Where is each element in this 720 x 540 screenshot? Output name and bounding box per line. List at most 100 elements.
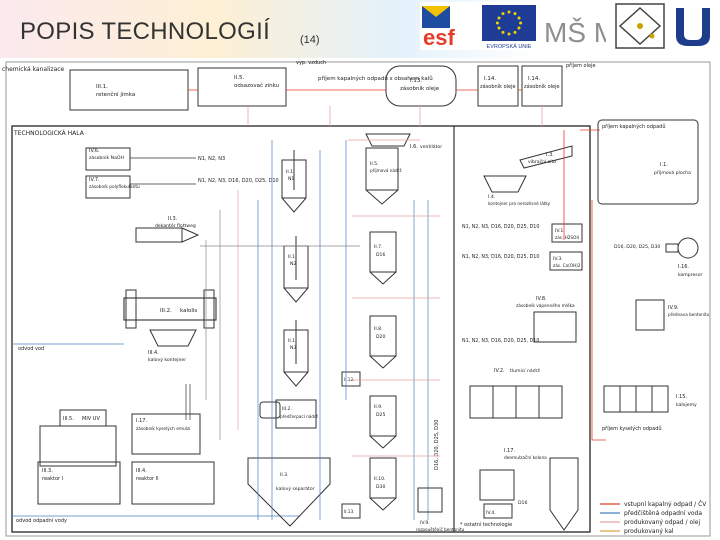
- compressor: I.16. kompresor: [665, 237, 703, 278]
- technology-flow-diagram: TECHNOLOGICKÁ HALA chemická kanalizace v…: [2, 60, 711, 537]
- svg-text:II.1.: II.1.: [286, 169, 295, 175]
- naoh-tank: IV.6. zásobník NaOH: [85, 147, 131, 171]
- svg-text:IV.7.: IV.7.: [89, 177, 100, 183]
- svg-text:IV.8.: IV.8.: [536, 296, 547, 302]
- svg-text:zás. H2SO4: zás. H2SO4: [555, 235, 579, 240]
- tank-d20: II.8. D20: [369, 315, 397, 369]
- oil-tank-i13: I.13. zásobník oleje: [385, 65, 457, 107]
- n-group-label-5: N1, N2, N3, D16, D20, D25, D10: [462, 338, 539, 344]
- polyflocculant-tank: IV.7. zásobník polyflokulantu: [85, 175, 140, 199]
- bentonite-prep: IV.9. přednava bentonitu: [635, 299, 710, 331]
- svg-text:vibrační síto: vibrační síto: [528, 158, 556, 165]
- reactor-ii: III.4. reaktor II: [131, 461, 215, 505]
- clean-water-label: odvod odpadní vody: [16, 517, 67, 524]
- svg-text:reaktor II: reaktor II: [136, 476, 159, 482]
- svg-text:zásobník vápenného mléka: zásobník vápenného mléka: [516, 302, 575, 309]
- sludge-separator: II.3. kalový separátor: [247, 457, 331, 527]
- svg-text:IV.1.: IV.1.: [555, 228, 565, 234]
- svg-text:deemulzační kolona: deemulzační kolona: [504, 454, 547, 461]
- svg-text:II.3.: II.3.: [280, 472, 289, 478]
- deemulsion-column: I.17. deemulzační kolona D16: [479, 448, 547, 506]
- pink-pipes: [237, 139, 440, 457]
- pump-lines: [185, 384, 191, 420]
- oil-intake-label: příjem oleje: [566, 62, 596, 69]
- legend: vstupní kapalný odpad / ČV předčištěná o…: [600, 501, 707, 535]
- svg-text:zásobník oleje: zásobník oleje: [400, 85, 440, 92]
- svg-text:I.17.: I.17.: [136, 418, 147, 424]
- top-pink-pipes: [247, 106, 543, 126]
- svg-text:I.14.: I.14.: [484, 76, 496, 82]
- legend-label-2: produkovaný odpad / olej: [624, 519, 700, 526]
- svg-text:D30: D30: [376, 484, 385, 490]
- svg-text:MIV UV: MIV UV: [82, 416, 100, 422]
- oil-tank-i14b: I.14. zásobník oleje: [521, 65, 563, 107]
- decanter-flottweg: II.3. dekantér flottweg: [135, 216, 200, 243]
- non-separable-container: I.4. kontejner pro nerozlisné látky: [483, 175, 551, 206]
- lime-milk-tank: IV.8. zásobník vápenného mléka: [516, 296, 577, 343]
- reactor-n1: II.1. N1: [281, 150, 307, 213]
- compressor-d-label: D16, D20, D25, D30: [614, 244, 660, 250]
- svg-text:D20: D20: [376, 334, 385, 340]
- filter-press: III.2. kalolis: [123, 289, 217, 329]
- svg-text:odsazovač zinku: odsazovač zinku: [234, 82, 279, 89]
- svg-text:kompresor: kompresor: [678, 272, 703, 278]
- technology-hall-border: [11, 125, 591, 533]
- svg-text:III.4.: III.4.: [136, 468, 147, 474]
- svg-text:reaktor I: reaktor I: [42, 476, 63, 482]
- uv-unit: III.5. MIV UV: [59, 409, 107, 427]
- svg-text:zásobník polyflokulantu: zásobník polyflokulantu: [89, 183, 140, 190]
- svg-text:zásobník oleje: zásobník oleje: [480, 83, 516, 90]
- sludge-container: III.4. kalový kontejner: [148, 329, 197, 363]
- n-group-label-1: N1, N2, N3: [198, 156, 225, 162]
- h2so4-tank: IV.1. zás. H2SO4: [551, 223, 583, 243]
- svg-text:kontejner pro nerozlisné látky: kontejner pro nerozlisné látky: [488, 201, 551, 206]
- svg-text:III.2.: III.2.: [160, 308, 172, 314]
- tank-d30: II.10. D30: [369, 457, 397, 511]
- svg-text:IV.9.: IV.9.: [668, 305, 679, 311]
- page-number: (14): [300, 34, 320, 46]
- hall-label: TECHNOLOGICKÁ HALA: [13, 130, 85, 137]
- pre-pump-tank: III.2. předčerpací nádrž: [259, 399, 319, 429]
- svg-text:přednava bentonitu: přednava bentonitu: [668, 312, 710, 317]
- esf-logo: esf: [420, 2, 478, 50]
- vent-label: vyp. vzduch: [296, 60, 326, 66]
- svg-text:II.7.: II.7.: [374, 244, 383, 250]
- sludge-tank-iv4: IV.4.: [483, 503, 513, 519]
- svg-text:I.14.: I.14.: [528, 76, 540, 82]
- slide-header: POPIS TECHNOLOGIÍ (14) esf EVROPSKÁ UNIE…: [0, 0, 720, 58]
- note-label: * ostatní technologie: [460, 521, 512, 528]
- svg-text:II.1.: II.1.: [288, 254, 297, 260]
- svg-text:zásobník oleje: zásobník oleje: [524, 83, 560, 90]
- svg-text:kalový separátor: kalový separátor: [276, 485, 315, 492]
- oil-tank-i14a: I.14. zásobník oleje: [477, 65, 519, 107]
- legend-label-0: vstupní kapalný odpad / ČV: [624, 501, 707, 508]
- svg-text:II.3.: II.3.: [168, 216, 178, 222]
- svg-text:MŠ MT: MŠ MT: [544, 17, 606, 48]
- svg-text:I.13.: I.13.: [410, 78, 422, 84]
- tank-d16: II.7. D16: [369, 231, 397, 285]
- bentonite-dissolver: IV.9. rozpouštěnič bentonitu: [416, 487, 465, 532]
- svg-text:kalolis: kalolis: [180, 308, 197, 314]
- intake-area: příjem kapalných odpadů I.1. příjmová pl…: [597, 119, 699, 205]
- acid-waste-label: příjem kyselých odpadů: [602, 425, 662, 432]
- svg-text:ventilátor: ventilátor: [420, 143, 442, 150]
- svg-text:II.12.: II.12.: [344, 377, 354, 382]
- svg-text:I.1.: I.1.: [660, 162, 668, 168]
- legend-label-3: produkovaný kal: [624, 528, 674, 535]
- svg-text:I.15.: I.15.: [676, 394, 687, 400]
- svg-text:II.1.: II.1.: [288, 338, 297, 344]
- n-group-label-2: N1, N2, N3, D16, D20, D25, D10: [198, 178, 279, 184]
- diagram-frame: [5, 61, 711, 537]
- svg-text:kalový kontejner: kalový kontejner: [148, 356, 186, 363]
- svg-text:IV.3.: IV.3.: [553, 256, 563, 262]
- small-pump-ii12: II.12.: [341, 371, 361, 387]
- svg-text:zásobník kyselých emulzí: zásobník kyselých emulzí: [136, 425, 191, 432]
- svg-text:II.9.: II.9.: [374, 404, 383, 410]
- blue-pipes: [257, 140, 429, 520]
- svg-text:N2: N2: [290, 261, 296, 267]
- zinc-separator: II.5. odsazovač zinku: [197, 67, 287, 107]
- svg-text:III.5.: III.5.: [63, 416, 74, 422]
- intake-tank-ii5: II.5. příjmová nádrž: [365, 147, 402, 205]
- svg-text:II.5.: II.5.: [234, 75, 244, 81]
- vibrating-screen: I.3. vibrační síto: [519, 145, 573, 169]
